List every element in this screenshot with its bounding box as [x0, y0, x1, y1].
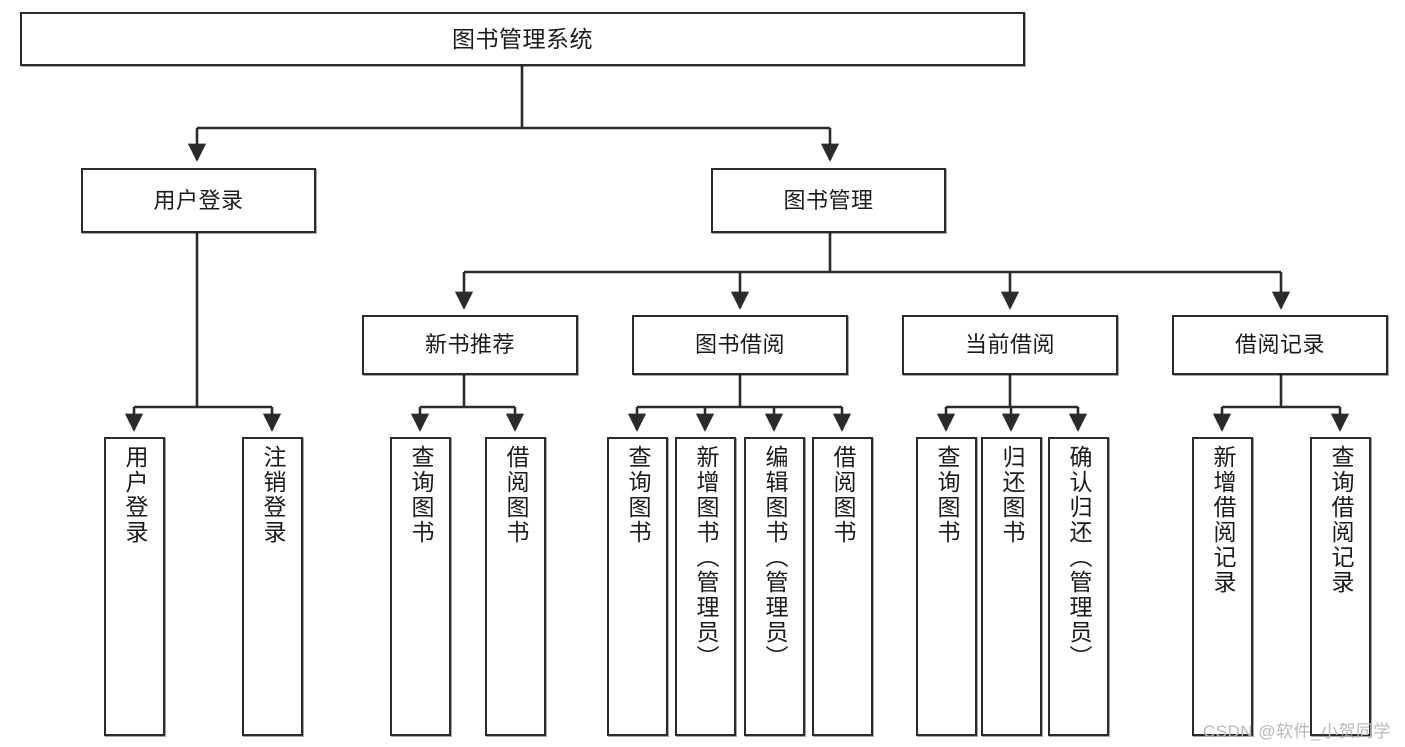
- leaf-borrow-edit-book-admin[interactable]: 编辑图书（管理员）: [744, 437, 805, 736]
- leaf-record-query-borrow-record[interactable]: 查询借阅记录: [1310, 437, 1371, 736]
- node-label: 新书推荐: [424, 332, 515, 358]
- node-label: 确认归还（管理员）: [1066, 445, 1092, 670]
- watermark-text: CSDN @软件_小贺同学: [1202, 722, 1391, 741]
- leaf-current-query-book[interactable]: 查询图书: [916, 437, 977, 736]
- node-label: 查询图书: [408, 445, 434, 545]
- node-label: 用户登录: [122, 445, 148, 545]
- node-label: 借阅图书: [830, 445, 856, 545]
- node-label: 借阅图书: [503, 445, 529, 545]
- node-label: 编辑图书（管理员）: [762, 445, 788, 670]
- leaf-user-login-logout[interactable]: 注销登录: [242, 437, 303, 736]
- node-borrow-record[interactable]: 借阅记录: [1172, 315, 1388, 375]
- node-current-borrow[interactable]: 当前借阅: [902, 315, 1118, 375]
- node-label: 图书管理系统: [452, 25, 593, 52]
- node-book-borrow[interactable]: 图书借阅: [632, 315, 848, 375]
- node-user-login[interactable]: 用户登录: [81, 168, 316, 233]
- node-label: 新增借阅记录: [1210, 445, 1236, 595]
- leaf-recommend-query-book[interactable]: 查询图书: [390, 437, 451, 736]
- node-label: 注销登录: [260, 445, 286, 545]
- node-label: 当前借阅: [964, 332, 1055, 358]
- node-label: 查询图书: [625, 445, 651, 545]
- node-label: 借阅记录: [1234, 332, 1325, 358]
- leaf-user-login-login[interactable]: 用户登录: [104, 437, 165, 736]
- leaf-borrow-add-book-admin[interactable]: 新增图书（管理员）: [675, 437, 736, 736]
- node-label: 图书管理: [783, 187, 874, 213]
- leaf-borrow-borrow-book[interactable]: 借阅图书: [812, 437, 873, 736]
- node-label: 查询图书: [934, 445, 960, 545]
- node-label: 用户登录: [153, 187, 244, 213]
- node-new-book-recommend[interactable]: 新书推荐: [362, 315, 578, 375]
- leaf-recommend-borrow-book[interactable]: 借阅图书: [485, 437, 546, 736]
- node-label: 归还图书: [999, 445, 1025, 545]
- leaf-borrow-query-book[interactable]: 查询图书: [607, 437, 668, 736]
- node-label: 查询借阅记录: [1328, 445, 1354, 595]
- leaf-current-return-book[interactable]: 归还图书: [981, 437, 1042, 736]
- node-label: 新增图书（管理员）: [693, 445, 719, 670]
- node-label: 图书借阅: [694, 332, 785, 358]
- node-root-book-management-system[interactable]: 图书管理系统: [20, 12, 1025, 66]
- leaf-current-confirm-return-admin[interactable]: 确认归还（管理员）: [1048, 437, 1109, 736]
- node-book-management[interactable]: 图书管理: [711, 168, 946, 233]
- leaf-record-add-borrow-record[interactable]: 新增借阅记录: [1192, 437, 1253, 736]
